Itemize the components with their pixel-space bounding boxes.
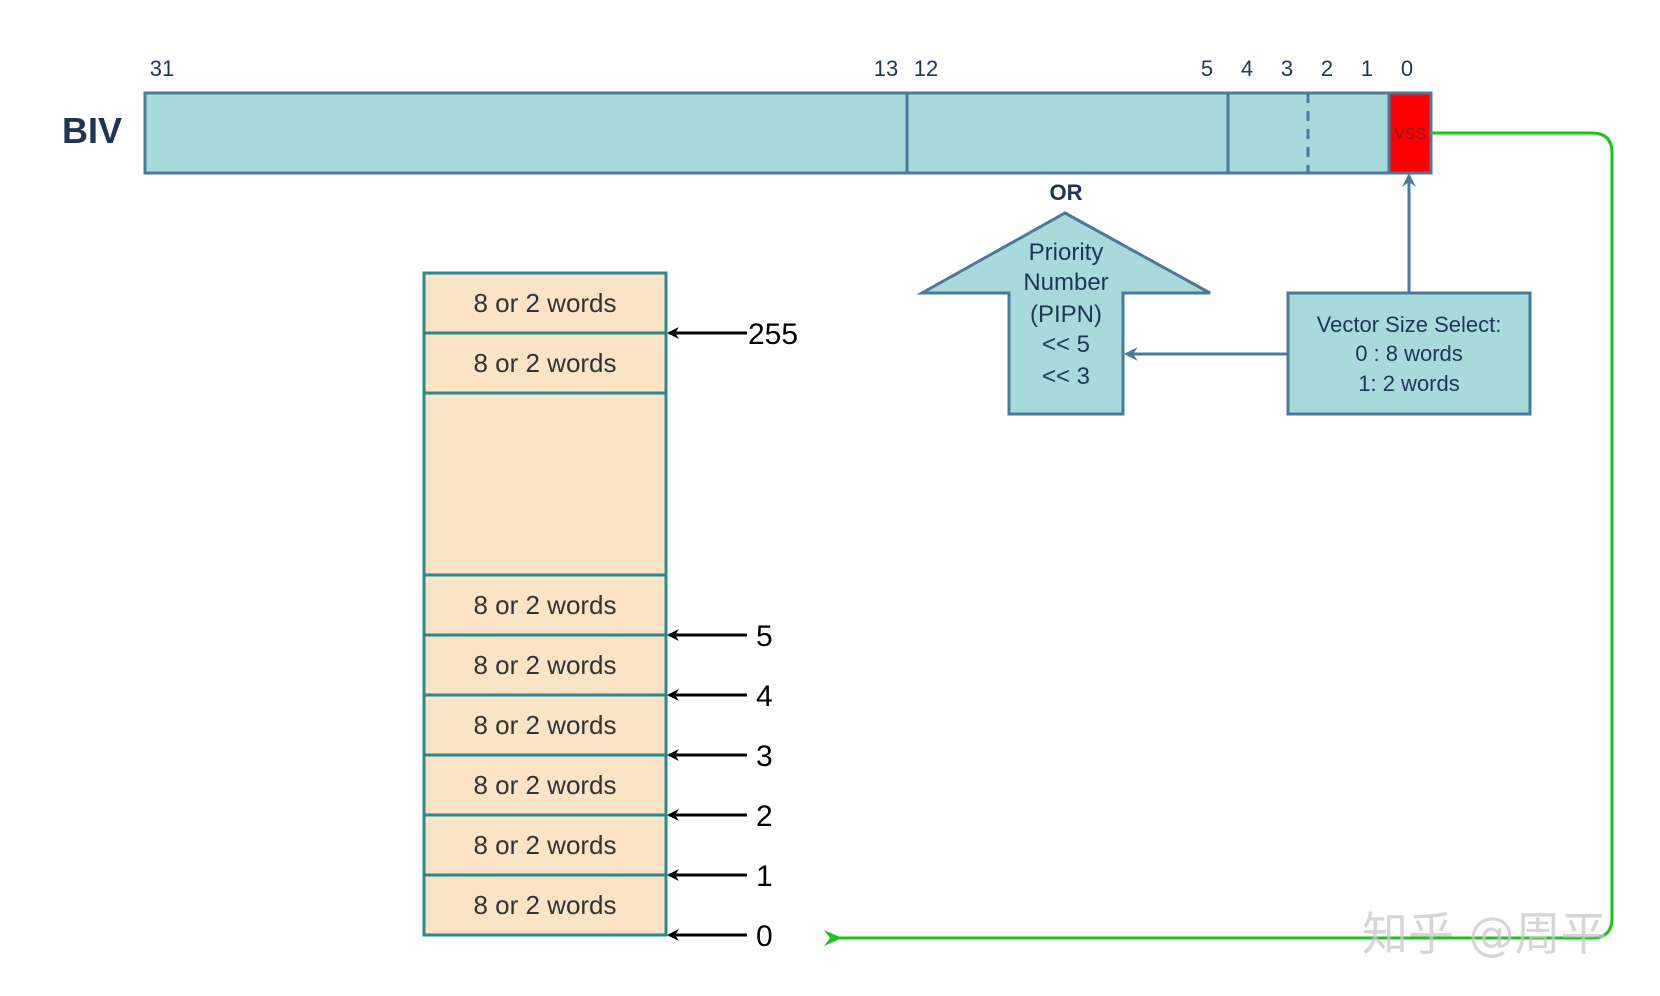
- index-label-0: 0: [756, 920, 773, 953]
- priority-line-2: Number: [1023, 269, 1108, 296]
- priority-arrow-shape: [916, 211, 1211, 416]
- priority-line-4: << 5: [1042, 331, 1090, 358]
- priority-line-5: << 3: [1042, 363, 1090, 390]
- vss-box-line-1: Vector Size Select:: [1317, 312, 1502, 337]
- table-top-rows: 8 or 2 words 8 or 2 words: [422, 271, 668, 395]
- bit-labels: 31 13 12 5 4 3 2 1 0: [150, 56, 1413, 81]
- bit-label-5: 5: [1201, 56, 1213, 81]
- bit-label-3: 3: [1281, 56, 1293, 81]
- index-labels: 255 5 4 3 2 1 0: [748, 318, 798, 953]
- priority-line-3: (PIPN): [1030, 301, 1102, 328]
- bit-label-12: 12: [914, 56, 938, 81]
- index-label-1: 1: [756, 860, 773, 893]
- vector-table: 8 or 2 words 8 or 2 words 8 or 2 words 8…: [422, 271, 668, 937]
- table-row: [422, 331, 668, 395]
- table-row-label: 8 or 2 words: [473, 710, 616, 740]
- table-gap-block: [422, 391, 668, 577]
- vss-to-table-green-arrow: [824, 131, 1614, 946]
- vss-bit-label: VSS: [1394, 126, 1426, 143]
- register-field-31-13: [143, 91, 909, 175]
- vss-box-line-3: 1: 2 words: [1358, 371, 1460, 396]
- table-bottom-rows: 8 or 2 words 8 or 2 words 8 or 2 words 8…: [422, 573, 668, 937]
- bit-label-13: 13: [874, 56, 898, 81]
- table-row-label: 8 or 2 words: [473, 590, 616, 620]
- table-row-label: 8 or 2 words: [473, 650, 616, 680]
- table-row-label: 8 or 2 words: [473, 288, 616, 318]
- table-row-label: 8 or 2 words: [473, 890, 616, 920]
- index-label-5: 5: [756, 620, 773, 653]
- table-row-label: 8 or 2 words: [473, 830, 616, 860]
- bit-label-0: 0: [1401, 56, 1413, 81]
- register-field-12-5: [905, 91, 1230, 175]
- table-row: [422, 753, 668, 817]
- register-bar: VSS: [143, 91, 1433, 175]
- vss-box-rect: [1286, 291, 1532, 416]
- or-label: OR: [1050, 180, 1083, 205]
- index-label-255: 255: [748, 318, 798, 351]
- priority-line-1: Priority: [1029, 239, 1104, 266]
- table-row: [422, 813, 668, 877]
- vss-box-line-2: 0 : 8 words: [1355, 341, 1463, 366]
- bit-label-4: 4: [1241, 56, 1253, 81]
- vector-size-select-box: Vector Size Select: 0 : 8 words 1: 2 wor…: [1286, 291, 1532, 416]
- bit-label-2: 2: [1321, 56, 1333, 81]
- table-row-label: 8 or 2 words: [473, 348, 616, 378]
- table-row-label: 8 or 2 words: [473, 770, 616, 800]
- bit-label-31: 31: [150, 56, 174, 81]
- table-row: [422, 873, 668, 937]
- index-label-4: 4: [756, 680, 773, 713]
- index-label-3: 3: [756, 740, 773, 773]
- register-name: BIV: [62, 110, 122, 151]
- watermark: 知乎 @周平: [1362, 907, 1607, 961]
- index-arrows: [667, 327, 747, 941]
- priority-arrow: Priority Number (PIPN) << 5 << 3: [916, 211, 1211, 416]
- table-row: [422, 633, 668, 697]
- bit-label-1: 1: [1361, 56, 1373, 81]
- index-label-2: 2: [756, 800, 773, 833]
